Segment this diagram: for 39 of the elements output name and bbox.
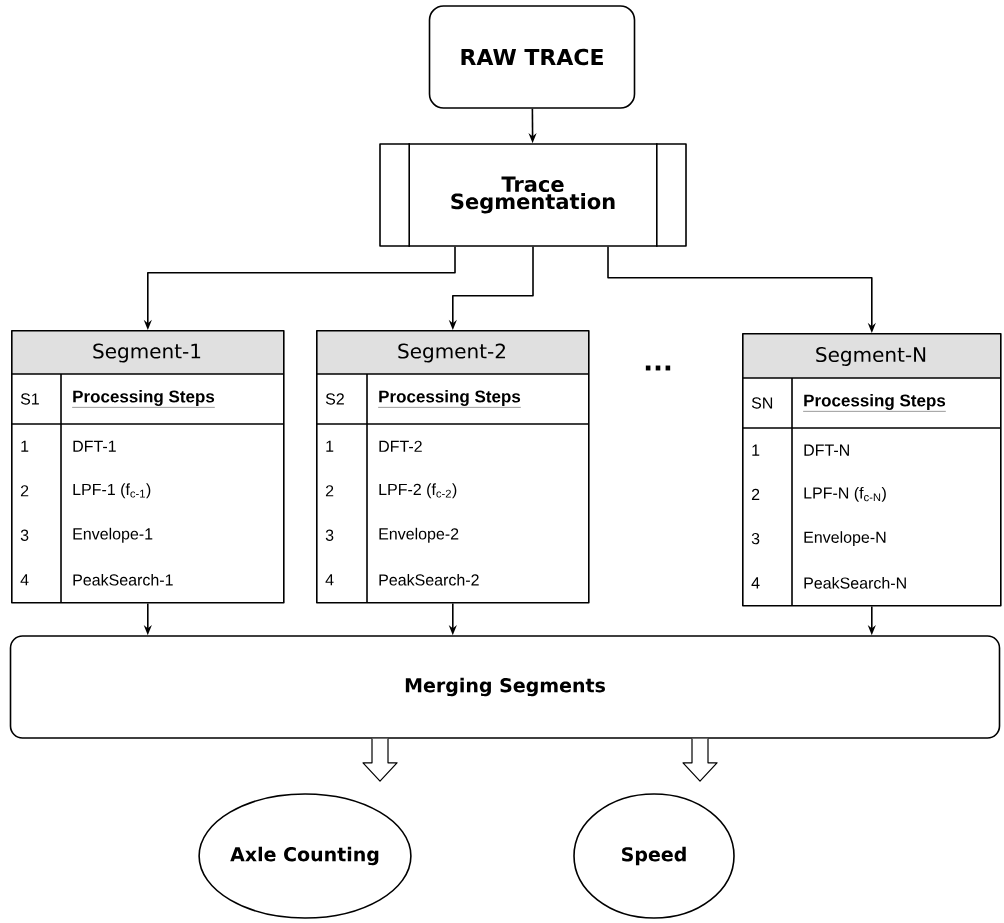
step-number: 4 — [751, 577, 760, 589]
step-number: 1 — [326, 440, 334, 452]
step-text: DFT-N — [804, 444, 849, 456]
step-text: PeakSearch-2 — [379, 573, 479, 586]
column-header: Processing Steps — [71, 390, 215, 408]
step-number: 3 — [325, 529, 334, 541]
column-header: Processing Steps — [802, 394, 946, 412]
hollow-arrow — [362, 738, 398, 782]
step-text: Envelope-1 — [73, 527, 153, 543]
step-text: Envelope-N — [804, 531, 886, 547]
ellipsis: ... — [645, 365, 671, 371]
step-text: PeakSearch-N — [804, 577, 906, 589]
step-text: DFT-2 — [379, 440, 422, 452]
step-text: Envelope-2 — [379, 527, 459, 543]
step-text: LPF-1 (f$_{c-1}$) — [73, 483, 151, 499]
step-number: 4 — [325, 574, 334, 586]
start-box: RAW TRACE — [428, 5, 636, 109]
merge-box: Merging Segments — [9, 635, 1001, 739]
column-header: SN — [751, 397, 773, 409]
hollow-arrow — [682, 738, 718, 782]
table-title: Segment-N — [816, 347, 926, 366]
step-number: 2 — [325, 485, 334, 497]
column-header: S1 — [20, 393, 39, 405]
table-title: Segment-1 — [93, 343, 201, 363]
process-box: Trace Segmentation — [379, 142, 687, 248]
step-number: 2 — [751, 488, 760, 500]
step-text: LPF-2 (f$_{c-2}$) — [379, 483, 457, 499]
step-number: 1 — [752, 444, 760, 456]
column-header: Processing Steps — [377, 390, 521, 408]
column-header: S2 — [325, 393, 344, 405]
table-title: Segment-2 — [398, 343, 505, 363]
step-text: PeakSearch-1 — [73, 573, 173, 586]
step-number: 3 — [20, 529, 29, 541]
step-number: 1 — [21, 440, 29, 452]
step-number: 2 — [20, 485, 29, 497]
step-number: 4 — [20, 574, 29, 586]
step-text: DFT-1 — [73, 440, 116, 452]
step-text: LPF-N (f$_{c-N}$) — [804, 486, 886, 502]
step-number: 3 — [751, 532, 760, 545]
